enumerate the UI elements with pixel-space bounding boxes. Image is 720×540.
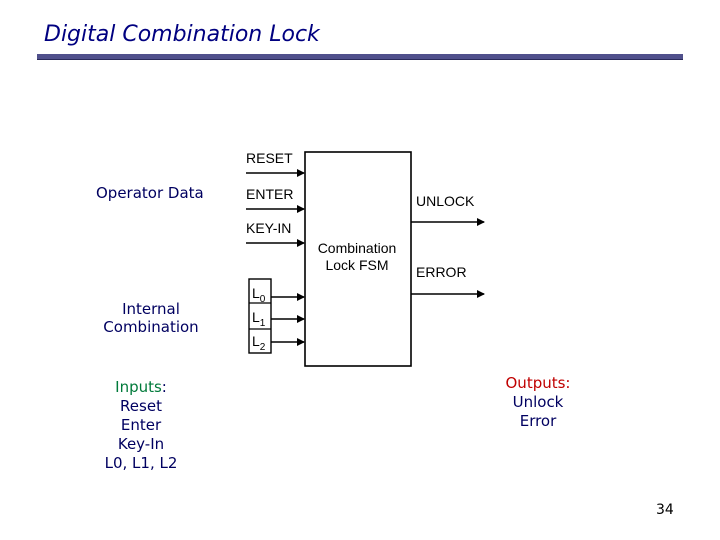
input-item-reset: Reset [120, 397, 162, 415]
signal-l0-sub: 0 [260, 294, 266, 305]
internal-line-1: Internal [122, 300, 180, 318]
combination-register [248, 278, 272, 354]
inputs-heading-word: Inputs [115, 378, 162, 396]
signal-l2-label: L2 [252, 333, 266, 353]
signal-reset-label: RESET [246, 150, 293, 166]
signal-unlock-label: UNLOCK [416, 193, 475, 209]
operator-data-label: Operator Data [96, 184, 204, 202]
signal-l1-main: L [252, 309, 260, 325]
title-rule [37, 54, 683, 60]
signal-l1-sub: 1 [260, 318, 266, 329]
slide-title: Digital Combination Lock [44, 22, 320, 47]
outputs-list: Outputs: Unlock Error [494, 374, 582, 431]
signal-enter-label: ENTER [246, 186, 293, 202]
internal-combination-label: Internal Combination [96, 300, 206, 336]
signal-l0-main: L [252, 285, 260, 301]
signal-l1-label: L1 [252, 309, 266, 329]
fsm-label-line-1: Combination [318, 240, 397, 256]
internal-line-2: Combination [103, 318, 199, 336]
inputs-heading: Inputs: [98, 378, 184, 397]
fsm-box [304, 151, 412, 367]
outputs-heading: Outputs: [505, 374, 571, 392]
input-item-key-in: Key-In [117, 435, 165, 453]
signal-l2-sub: 2 [260, 342, 266, 353]
input-item-enter: Enter [120, 416, 162, 434]
signal-key-in-label: KEY-IN [246, 220, 291, 236]
inputs-heading-colon: : [161, 378, 167, 396]
output-item-unlock: Unlock [512, 393, 564, 411]
output-item-error: Error [519, 412, 557, 430]
input-item-combination: L0, L1, L2 [104, 454, 178, 472]
signal-l0-label: L0 [252, 285, 266, 305]
inputs-list: Inputs: Reset Enter Key-In L0, L1, L2 [98, 378, 184, 473]
fsm-label-line-2: Lock FSM [325, 257, 388, 273]
signal-l2-main: L [252, 333, 260, 349]
page-number: 34 [656, 502, 674, 518]
signal-error-label: ERROR [416, 264, 467, 280]
